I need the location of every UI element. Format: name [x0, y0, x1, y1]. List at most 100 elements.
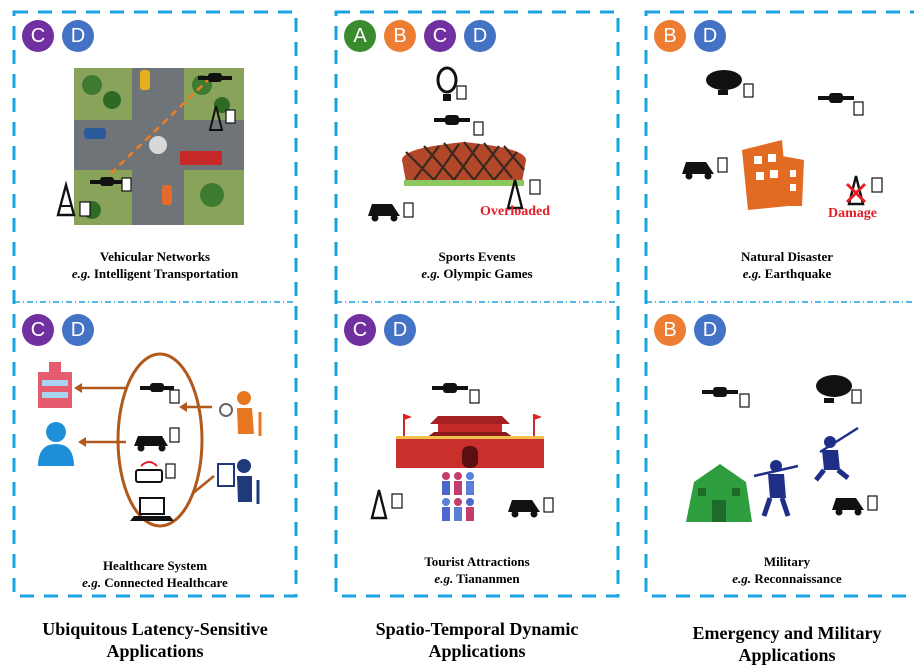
damaged-tower-icon	[845, 175, 883, 206]
damage-label: Damage	[828, 206, 877, 221]
panel-emergency-military: B D	[644, 10, 914, 598]
badge-d: D	[694, 20, 726, 52]
column-title: Spatio-Temporal Dynamic Applications	[327, 618, 627, 662]
badge-b: B	[384, 20, 416, 52]
cell-title: Natural Disaster	[740, 249, 834, 264]
soldier-icon	[753, 460, 799, 517]
badge-group: B D	[654, 314, 726, 346]
car-icon	[832, 495, 878, 516]
healthcare-illustration	[38, 352, 262, 528]
kneeling-soldier-icon	[814, 426, 859, 482]
cell-title: Healthcare System	[102, 558, 208, 573]
column-title-line1: Ubiquitous Latency-Sensitive	[42, 619, 268, 639]
crowd-icon	[442, 472, 474, 521]
car-icon	[134, 427, 180, 452]
badge-d: D	[384, 314, 416, 346]
car-icon	[368, 202, 414, 222]
panel-spatio-temporal: A B C D	[334, 10, 620, 598]
badge-d: D	[464, 20, 496, 52]
drone-icon	[140, 383, 180, 404]
cell-healthcare-system: C D	[12, 304, 298, 598]
badge-b: B	[654, 20, 686, 52]
badge-d: D	[694, 314, 726, 346]
intersection-illustration	[56, 68, 244, 225]
badge-d: D	[62, 20, 94, 52]
column-title-line2: Applications	[428, 641, 526, 661]
car-icon	[508, 497, 554, 518]
cell-sports-events: A B C D	[334, 10, 620, 304]
drone-icon	[702, 387, 750, 408]
drone-icon	[818, 93, 864, 116]
panel-latency-sensitive: C D	[12, 10, 298, 598]
cell-title: Military	[763, 554, 811, 569]
stadium-illustration	[368, 66, 541, 222]
drone-icon	[432, 383, 480, 404]
drone-icon	[90, 177, 132, 192]
panel-frame	[12, 10, 298, 598]
balloon-icon	[436, 66, 467, 101]
cell-tower-icon	[208, 105, 236, 131]
cell-example: Intelligent Transportation	[93, 266, 239, 281]
airship-icon	[816, 375, 862, 404]
badge-c: C	[22, 314, 54, 346]
cell-caption: Tourist Attractions e.g. Tiananmen	[334, 553, 620, 587]
eg-label: e.g.	[82, 575, 101, 590]
badge-group: C D	[22, 20, 94, 52]
eg-label: e.g.	[71, 266, 91, 281]
eg-label: e.g.	[421, 266, 441, 281]
cell-caption: Natural Disaster e.g. Earthquake	[644, 248, 914, 282]
column-title-line1: Emergency and Military	[692, 623, 882, 643]
cell-tower-icon	[506, 179, 541, 210]
badge-group: B D	[654, 20, 726, 52]
column-title-line2: Applications	[106, 641, 204, 661]
cell-example: Earthquake	[764, 266, 832, 281]
badge-d: D	[62, 314, 94, 346]
cell-natural-disaster: B D	[644, 10, 914, 304]
cell-caption: Vehicular Networks e.g. Intelligent Tran…	[12, 248, 298, 282]
cell-tower-icon	[56, 180, 91, 217]
military-illustration	[686, 375, 878, 522]
car-icon	[162, 185, 172, 205]
cell-title: Vehicular Networks	[99, 249, 211, 264]
elderly-person-icon	[219, 391, 262, 436]
badge-a: A	[344, 20, 376, 52]
cell-example: Tiananmen	[456, 571, 520, 586]
cell-caption: Military e.g. Reconnaissance	[644, 553, 914, 587]
hospital-icon	[38, 362, 72, 408]
cell-caption: Healthcare System e.g. Connected Healthc…	[12, 557, 298, 591]
car-icon	[84, 128, 106, 139]
doctor-icon	[38, 422, 74, 466]
cell-title: Sports Events	[438, 249, 516, 264]
badge-b: B	[654, 314, 686, 346]
badge-group: A B C D	[344, 20, 496, 52]
column-title: Emergency and Military Applications	[637, 622, 914, 666]
eg-label: e.g.	[742, 266, 762, 281]
tent-icon	[686, 464, 752, 522]
cell-tourist-attractions: C D	[334, 304, 620, 598]
badge-c: C	[22, 20, 54, 52]
taxi-icon	[140, 70, 150, 90]
badge-c: C	[344, 314, 376, 346]
laptop-icon	[130, 497, 174, 521]
drone-icon	[434, 115, 484, 136]
column-title: Ubiquitous Latency-Sensitive Application…	[5, 618, 305, 662]
disaster-illustration	[682, 70, 883, 210]
drone-icon	[198, 73, 232, 82]
arrow-from-patient	[191, 475, 215, 495]
router-icon	[135, 461, 176, 483]
link-line	[101, 79, 209, 183]
gate-tower-icon	[396, 414, 544, 468]
cell-title: Tourist Attractions	[424, 554, 530, 569]
cell-example: Olympic Games	[443, 266, 533, 281]
column-title-line2: Applications	[738, 645, 836, 665]
badge-group: C D	[22, 314, 94, 346]
badge-group: C D	[344, 314, 416, 346]
edge-group-ellipse	[116, 352, 204, 528]
tiananmen-illustration	[370, 383, 554, 521]
cell-tower-icon	[370, 489, 403, 520]
cell-example: Reconnaissance	[754, 571, 842, 586]
cell-vehicular-networks: C D	[12, 10, 298, 304]
stadium-icon	[402, 141, 526, 186]
collapsed-building-icon	[742, 140, 804, 210]
eg-label: e.g.	[434, 571, 454, 586]
